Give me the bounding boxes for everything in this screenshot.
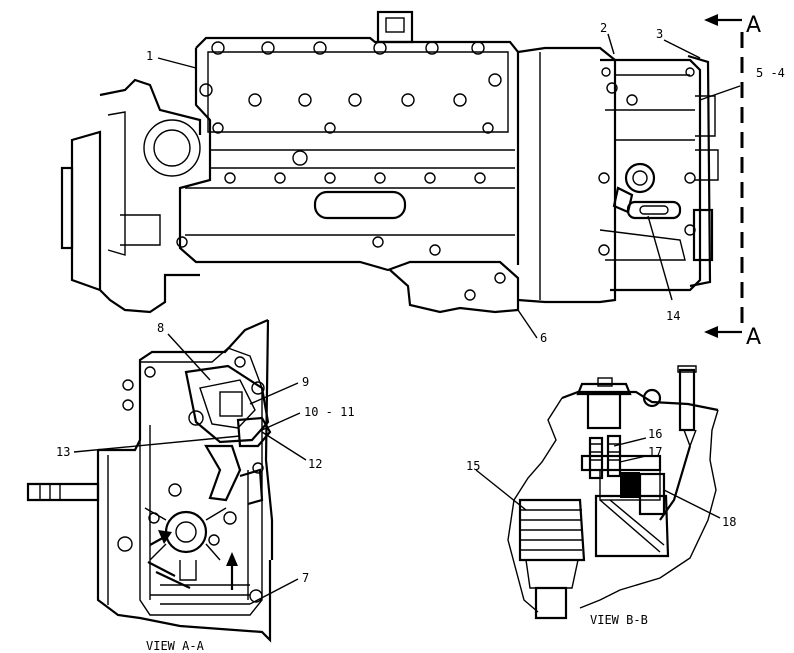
- callout-8: 8: [157, 321, 164, 335]
- section-marker-top: A: [746, 13, 761, 38]
- leaders-main: [157, 33, 741, 339]
- section-marker-bottom: A: [746, 325, 761, 350]
- leaders-view-a: [73, 333, 307, 605]
- callout-18: 18: [722, 515, 736, 529]
- view-b-b-label: VIEW B-B: [590, 613, 648, 627]
- leaders-view-b: [475, 437, 721, 519]
- callout-1: 1: [146, 49, 153, 63]
- view-b-b-drawing: [507, 365, 719, 620]
- view-a-a-label: VIEW A-A: [146, 639, 205, 653]
- callout-7: 7: [302, 571, 309, 585]
- callout-5-4: 5 -4: [756, 66, 785, 80]
- callout-3: 3: [656, 27, 663, 41]
- callout-10-11: 10 - 11: [304, 405, 355, 419]
- callout-16: 16: [648, 427, 662, 441]
- view-a-a-drawing: [26, 318, 274, 643]
- callout-6: 6: [540, 331, 547, 345]
- callout-12: 12: [308, 457, 322, 471]
- callout-13: 13: [56, 445, 70, 459]
- section-line-a: [704, 14, 744, 338]
- callout-14: 14: [666, 309, 680, 323]
- callout-9: 9: [302, 375, 309, 389]
- callout-2: 2: [600, 21, 607, 35]
- top-plate-bolts: [176, 41, 506, 301]
- main-pump-side-view: [60, 10, 719, 314]
- callout-15: 15: [466, 459, 480, 473]
- callout-17: 17: [648, 445, 662, 459]
